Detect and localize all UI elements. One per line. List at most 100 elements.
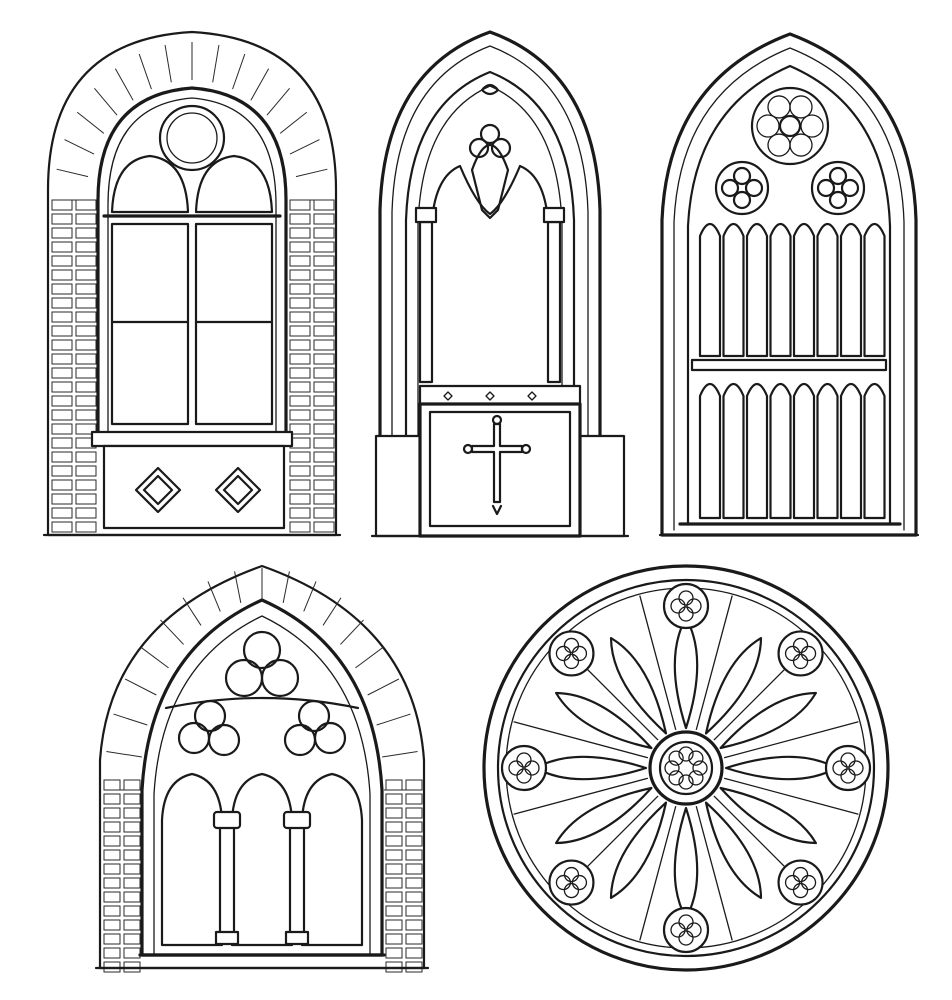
brick xyxy=(51,283,73,295)
brick xyxy=(51,241,73,253)
quatrefoil-ring xyxy=(824,744,872,792)
brick xyxy=(313,297,335,309)
voussoir xyxy=(295,168,328,178)
brick xyxy=(75,311,97,323)
inner-arch-moulding xyxy=(107,97,277,441)
brick xyxy=(51,493,73,505)
petal xyxy=(704,637,763,735)
brick xyxy=(289,255,311,267)
brick xyxy=(51,409,73,421)
quatrefoil-lobe xyxy=(563,637,580,654)
lower-light xyxy=(698,382,722,520)
right-base xyxy=(284,930,310,946)
voussoir xyxy=(64,139,95,155)
rosette-lobe xyxy=(678,774,694,790)
spoke xyxy=(639,595,677,731)
left-plinth xyxy=(374,434,424,538)
brick xyxy=(385,947,403,959)
brick xyxy=(51,353,73,365)
quatrefoil-lobe xyxy=(840,768,856,784)
brick xyxy=(313,353,335,365)
voussoir xyxy=(382,750,418,758)
left-quatrefoil xyxy=(714,160,770,216)
brick xyxy=(405,891,423,903)
brick xyxy=(385,807,403,819)
brick xyxy=(51,507,73,519)
quatrefoil-ring xyxy=(777,630,824,677)
brick xyxy=(405,807,423,819)
petal xyxy=(719,691,817,750)
brick-courses xyxy=(51,42,335,533)
brick xyxy=(405,877,423,889)
spoke xyxy=(513,777,649,815)
brick xyxy=(103,835,121,847)
finial xyxy=(480,83,500,96)
quatrefoil-lobe xyxy=(678,930,694,946)
brick xyxy=(289,395,311,407)
brick xyxy=(75,255,97,267)
brick xyxy=(405,933,423,945)
brick xyxy=(51,381,73,393)
brick xyxy=(289,353,311,365)
rose-petal xyxy=(800,114,824,138)
quatrefoil-ring xyxy=(548,859,595,906)
brick xyxy=(385,877,403,889)
petal xyxy=(719,786,817,845)
brick xyxy=(103,849,121,861)
brick xyxy=(51,213,73,225)
upper-light xyxy=(769,222,792,358)
brick xyxy=(289,493,311,505)
voussoir xyxy=(266,87,290,116)
oculus-inner-ring xyxy=(166,112,218,164)
trefoil-ornament xyxy=(468,123,512,159)
arcade-window xyxy=(94,564,430,973)
brick-arch-window xyxy=(42,30,342,537)
brick xyxy=(51,521,73,533)
brick xyxy=(289,423,311,435)
brick xyxy=(123,807,141,819)
brick xyxy=(289,465,311,477)
brick xyxy=(75,493,97,505)
right-capital xyxy=(282,810,312,830)
brick xyxy=(405,821,423,833)
brick xyxy=(75,521,97,533)
brick xyxy=(75,381,97,393)
brick xyxy=(123,793,141,805)
lower-light xyxy=(863,382,886,520)
spoke xyxy=(513,721,649,759)
spoke xyxy=(695,595,733,731)
voussoir xyxy=(124,678,157,696)
voussoir xyxy=(367,678,400,696)
brick xyxy=(405,793,423,805)
brick xyxy=(313,451,335,463)
brick xyxy=(103,919,121,931)
brick xyxy=(123,835,141,847)
brick xyxy=(289,227,311,239)
spoke xyxy=(723,777,859,815)
voussoir xyxy=(160,619,184,645)
voussoir xyxy=(138,53,152,90)
brick xyxy=(103,877,121,889)
brick xyxy=(123,849,141,861)
quatrefoil-lobe xyxy=(516,768,532,784)
brick xyxy=(75,409,97,421)
brick xyxy=(289,507,311,519)
brick xyxy=(123,947,141,959)
right-plinth xyxy=(578,434,626,538)
quatrefoil-lobe xyxy=(792,637,809,654)
brick xyxy=(51,479,73,491)
brick xyxy=(75,339,97,351)
voussoir xyxy=(279,111,308,134)
voussoir xyxy=(182,597,202,626)
right-capital xyxy=(542,206,566,224)
right-diamond-panel xyxy=(214,466,262,514)
lancet-tracery-window xyxy=(658,32,920,537)
brick xyxy=(313,325,335,337)
brick xyxy=(313,213,335,225)
brick xyxy=(75,269,97,281)
voussoir xyxy=(106,750,142,758)
quatrefoil-ring xyxy=(777,859,824,906)
lower-light xyxy=(745,382,769,520)
right-light-arch xyxy=(194,154,274,214)
brick xyxy=(289,199,311,211)
